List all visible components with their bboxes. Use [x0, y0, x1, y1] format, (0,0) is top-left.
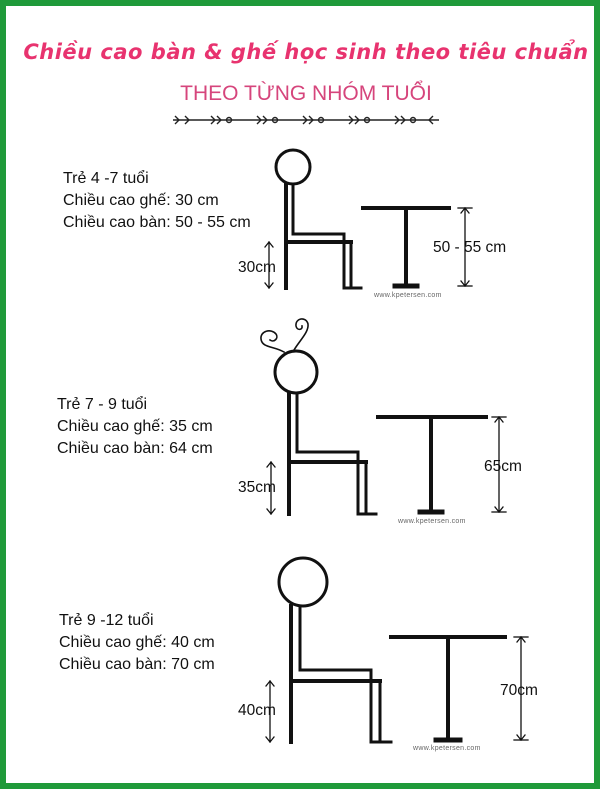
- age-group-1-table-label: 50 - 55 cm: [433, 239, 507, 256]
- age-group-2-age: Trẻ 7 - 9 tuổi: [57, 396, 148, 413]
- age-group-3-figure: [265, 556, 529, 744]
- age-group-1-chair-height: Chiều cao ghế: 30 cm: [63, 192, 219, 209]
- age-group-3-table-label: 70cm: [500, 682, 538, 699]
- age-group-2-info: Trẻ 7 - 9 tuổi Chiều cao ghế: 35 cm Chiề…: [57, 394, 213, 460]
- age-group-3-info: Trẻ 9 -12 tuổi Chiều cao ghế: 40 cm Chiề…: [59, 610, 215, 676]
- age-group-1-age: Trẻ 4 -7 tuổi: [63, 170, 149, 187]
- hair-bow-icon: [260, 318, 309, 354]
- age-group-1-chair-label: 30cm: [238, 259, 276, 276]
- age-group-1-info: Trẻ 4 -7 tuổi Chiều cao ghế: 30 cm Chiều…: [63, 168, 251, 234]
- age-group-2-table-height: Chiều cao bàn: 64 cm: [57, 440, 213, 457]
- age-group-2-watermark: www.kpetersen.com: [398, 518, 466, 525]
- age-group-2-chair-label: 35cm: [238, 479, 276, 496]
- age-group-3-age: Trẻ 9 -12 tuổi: [59, 612, 154, 629]
- age-group-3-chair-label: 40cm: [238, 702, 276, 719]
- age-group-1-figure: [264, 148, 473, 290]
- age-group-3-chair-height: Chiều cao ghế: 40 cm: [59, 634, 215, 651]
- age-group-1-watermark: www.kpetersen.com: [374, 292, 442, 299]
- age-group-3-table-height: Chiều cao bàn: 70 cm: [59, 656, 215, 673]
- head-icon: [277, 556, 329, 608]
- age-group-2-chair-height: Chiều cao ghế: 35 cm: [57, 418, 213, 435]
- age-group-1-table-height: Chiều cao bàn: 50 - 55 cm: [63, 214, 251, 231]
- age-group-3-watermark: www.kpetersen.com: [413, 745, 481, 752]
- age-group-2-figure: [260, 318, 507, 516]
- arrow-divider-icon: [173, 115, 439, 125]
- age-group-2-table-label: 65cm: [484, 458, 522, 475]
- poster-subtitle: THEO TỪNG NHÓM TUỔI: [180, 82, 432, 105]
- poster-title: Chiều cao bàn & ghế học sinh theo tiêu c…: [23, 40, 589, 64]
